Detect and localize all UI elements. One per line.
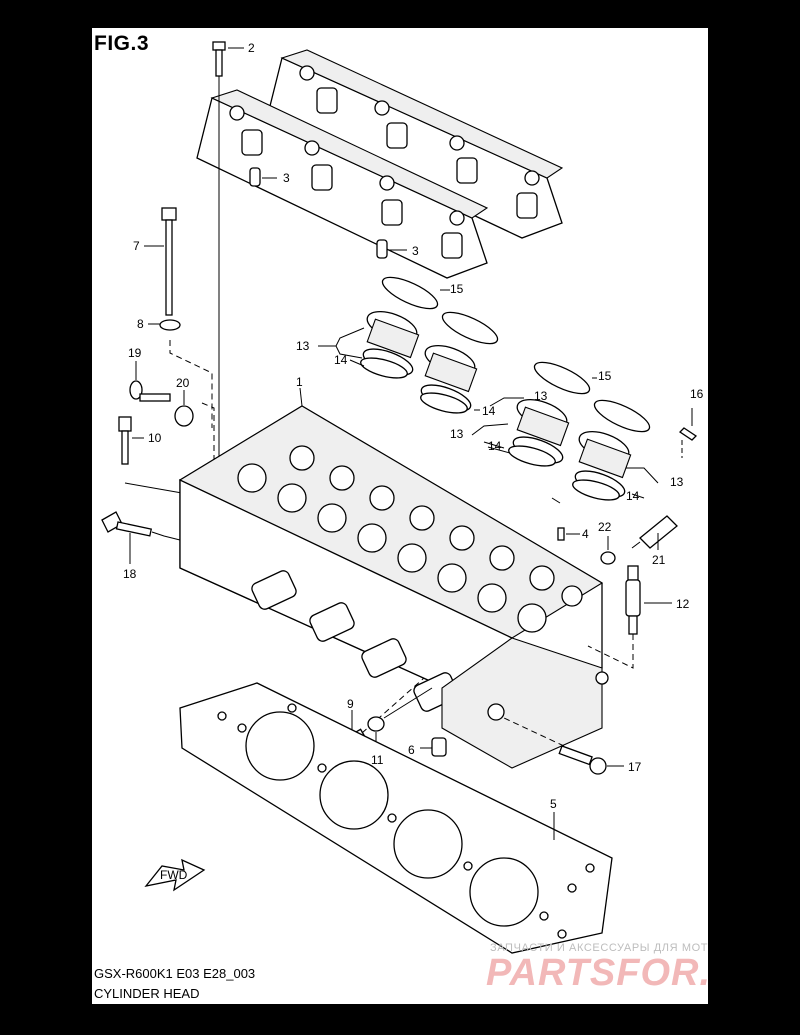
callout-13a: 13 [296,339,310,353]
spark-plug-part-12 [587,565,672,669]
callout-1: 1 [296,375,303,389]
callout-19: 19 [128,346,142,360]
bolt-part-10 [118,416,183,494]
intake-clamp-15b [533,361,651,433]
callout-17: 17 [628,760,642,774]
o-ring-14b [420,392,468,414]
sensor-part-4 [557,527,565,541]
callout-14b: 14 [482,404,496,418]
dowel-pin-3b [376,239,388,259]
callout-22: 22 [598,520,612,534]
diagram-sheet: FIG.3 [92,28,708,1004]
callout-6: 6 [408,743,415,757]
bolt-part-19 [129,361,171,402]
callout-14c: 14 [488,439,502,453]
callout-11: 11 [371,753,384,767]
watermark-logo: PARTSFOR.RU [486,952,708,994]
intake-clamp-15a [381,276,499,345]
callout-5: 5 [550,797,557,811]
o-ring-14d [572,479,620,501]
dowel-pin-3a [249,167,261,187]
callout-15a: 15 [450,282,464,296]
ring-part-20 [174,405,194,427]
callout-12: 12 [676,597,690,611]
head-gasket-part-5 [179,682,613,954]
figure-caption: CYLINDER HEAD [94,986,200,1001]
callout-3a: 3 [283,171,290,185]
callout-16: 16 [690,387,704,401]
cylinder-head-part-1 [178,405,609,769]
bolt-part-2 [212,41,244,480]
callout-14a: 14 [334,353,348,367]
ring-part-11 [367,716,385,732]
ring-part-22 [600,551,616,565]
callout-2: 2 [248,41,255,55]
o-ring-14a [360,357,408,379]
screw-part-16 [678,408,698,458]
callout-9: 9 [347,697,354,711]
camshaft-holder-rear [266,49,564,239]
sensor-part-21 [631,515,678,550]
callout-13c: 13 [450,427,464,441]
bolt-part-17 [503,717,624,775]
washer-part-8 [159,319,181,331]
exploded-view-drawing: FWD 2 3 3 7 8 19 20 10 1 15 13 14 13 14 … [101,41,704,954]
o-ring-14c [508,445,556,467]
watermark-text: ЗАПЧАСТИ И АКСЕССУАРЫ ДЛЯ МОТОТЕХНИКИ [490,942,708,954]
fwd-label: FWD [160,868,188,882]
callout-3b: 3 [412,244,419,258]
callout-14d: 14 [626,489,640,503]
callout-7: 7 [133,239,140,253]
figure-title: FIG.3 [94,32,150,55]
model-code: GSX-R600K1 E03 E28_003 [94,966,256,981]
callout-10: 10 [148,431,162,445]
bolt-part-18 [101,511,181,564]
callout-18: 18 [123,567,137,581]
stud-bolt-part-7 [144,207,177,316]
callout-20: 20 [176,376,190,390]
callout-21: 21 [652,553,666,567]
callout-8: 8 [137,317,144,331]
camshaft-holder-front [196,89,489,279]
callout-15b: 15 [598,369,612,383]
dowel-pin-6 [431,737,447,757]
callout-13b: 13 [534,389,548,403]
callout-13d: 13 [670,475,684,489]
fwd-arrow-icon: FWD [144,858,206,892]
callout-4: 4 [582,527,589,541]
